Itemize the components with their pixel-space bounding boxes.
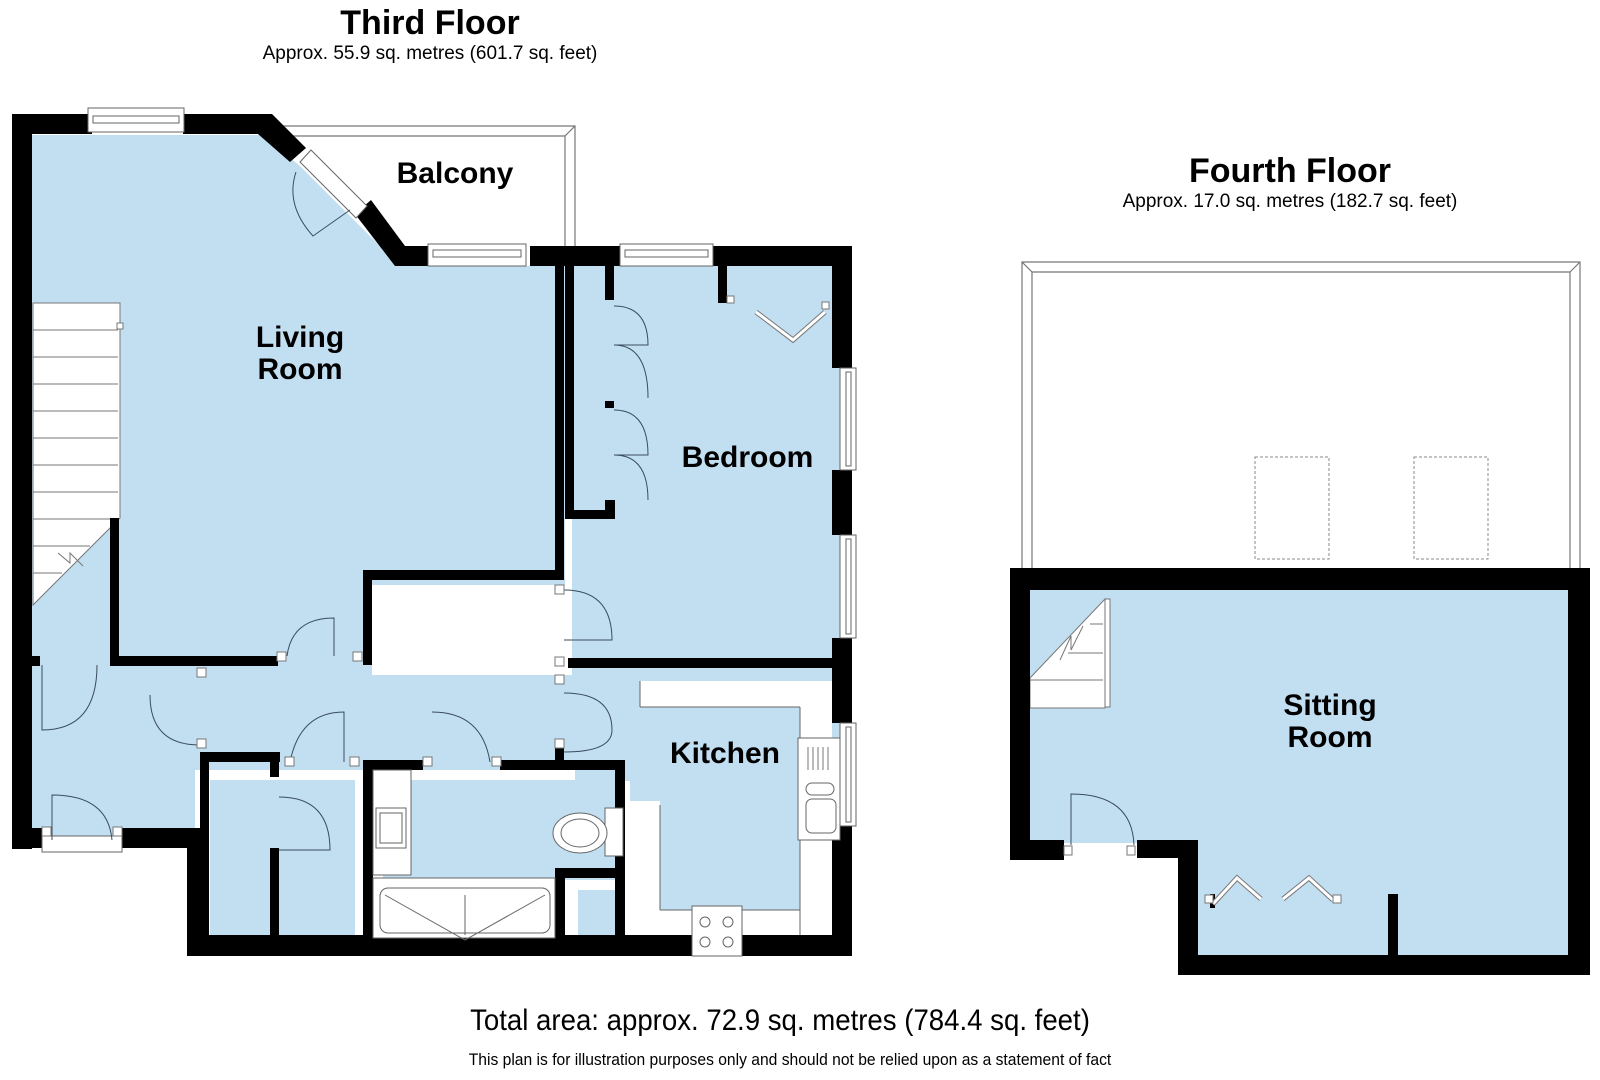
fourth-floor-title: Fourth Floor	[1188, 152, 1392, 190]
third-floor-walls	[12, 114, 852, 956]
room-label-living-room: Living Room	[225, 322, 375, 386]
living-room-line2: Room	[257, 353, 343, 386]
sitting-room-line1: Sitting	[1283, 689, 1377, 722]
fourth-floor-area: Approx. 17.0 sq. metres (182.7 sq. feet)	[1122, 191, 1458, 212]
fourth-floor-plan	[1010, 261, 1590, 975]
sitting-room-line2: Room	[1287, 721, 1373, 754]
room-label-bedroom: Bedroom	[681, 441, 814, 474]
bathroom-fixtures	[372, 769, 624, 941]
third-floor-area: Approx. 55.9 sq. metres (601.7 sq. feet)	[262, 43, 598, 64]
living-room-line1: Living	[255, 321, 345, 354]
skylights	[1254, 456, 1489, 560]
fourth-floor-header: Fourth Floor Approx. 17.0 sq. metres (18…	[1080, 152, 1500, 213]
third-floor-doors	[41, 171, 827, 851]
room-label-kitchen: Kitchen	[669, 737, 780, 770]
fourth-floor-bifold-doors	[1211, 874, 1335, 906]
fourth-floor-walls	[1010, 568, 1590, 975]
kitchen-fixtures	[625, 681, 841, 957]
room-label-sitting-room: Sitting Room	[1255, 690, 1405, 754]
fourth-floor-doors	[1070, 793, 1135, 846]
total-area: Total area: approx. 72.9 sq. metres (784…	[470, 1004, 1090, 1037]
third-floor-header: Third Floor Approx. 55.9 sq. metres (601…	[230, 4, 630, 65]
door-jambs	[41, 295, 830, 837]
third-floor-title: Third Floor	[340, 4, 520, 42]
disclaimer: This plan is for illustration purposes o…	[468, 1050, 1112, 1069]
room-label-balcony: Balcony	[396, 157, 514, 190]
fourth-floor-roof-outline	[1021, 261, 1581, 574]
third-floor-plan	[12, 107, 857, 957]
balcony-outline	[265, 125, 576, 250]
stairs-third-floor	[32, 302, 124, 607]
third-floor-windows	[41, 107, 857, 853]
sitting-room-fill	[1030, 590, 1568, 955]
fourth-floor-door-jambs	[1063, 845, 1342, 904]
